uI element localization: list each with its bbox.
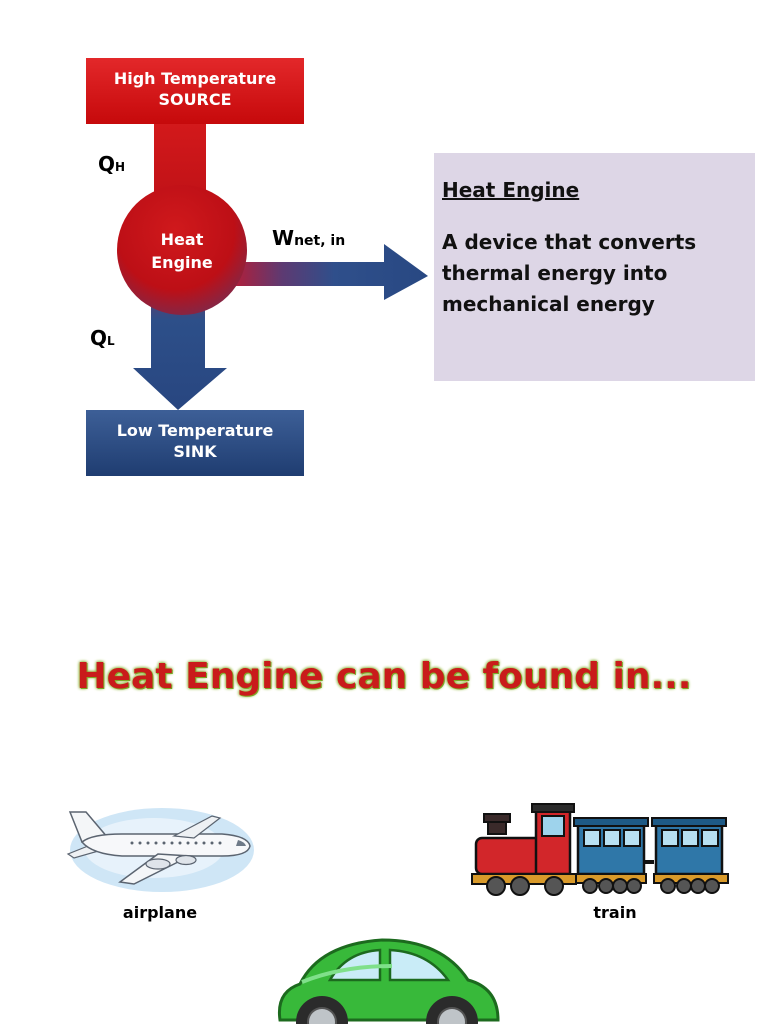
qh-main: Q <box>98 152 116 176</box>
engine-label: Heat Engine <box>128 228 236 274</box>
source-label-line2: SOURCE <box>158 90 232 109</box>
airplane-caption: airplane <box>122 903 198 922</box>
car-icon <box>277 938 500 1024</box>
sink-label-line2: SINK <box>173 442 217 461</box>
low-temperature-sink: Low Temperature SINK <box>86 410 304 476</box>
wnet-label: Wnet, in <box>272 226 345 250</box>
found-in-heading: Heat Engine can be found in... <box>76 656 692 697</box>
sink-label-line1: Low Temperature <box>116 421 274 440</box>
engine-label-line1: Heat <box>160 230 204 249</box>
engine-label-line2: Engine <box>151 253 213 272</box>
engine-circle <box>117 185 247 315</box>
train-icon <box>471 803 729 896</box>
qh-label: QH <box>98 152 125 176</box>
definition-title: Heat Engine <box>442 178 580 202</box>
ql-main: Q <box>90 326 108 350</box>
work-arrow <box>220 244 428 300</box>
source-label-line1: High Temperature <box>113 69 277 88</box>
qh-sub: H <box>115 160 126 174</box>
definition-card: Heat Engine A device that converts therm… <box>434 153 755 381</box>
ql-label: QL <box>90 326 115 350</box>
w-sub: net, in <box>294 233 346 249</box>
airplane-icon <box>66 808 254 892</box>
high-temperature-source: High Temperature SOURCE <box>86 58 304 124</box>
ql-sub: L <box>107 334 115 348</box>
w-main: W <box>272 226 295 250</box>
heat-out-arrow <box>133 290 227 410</box>
train-caption: train <box>593 903 637 922</box>
definition-body: A device that converts thermal energy in… <box>442 230 697 316</box>
